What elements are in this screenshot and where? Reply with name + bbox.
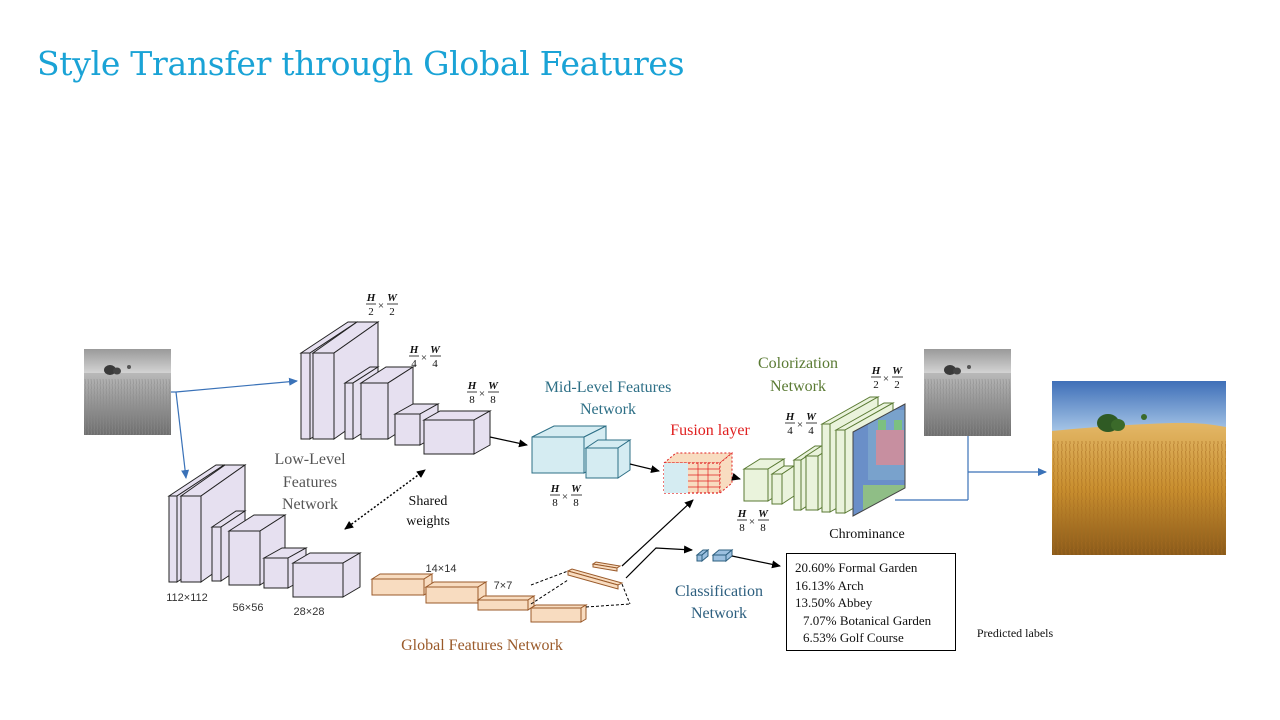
fraction-times: ×	[562, 491, 568, 503]
fraction-num: W	[488, 380, 499, 392]
fraction-den: 2	[894, 379, 900, 391]
fraction-den: 8	[760, 522, 766, 534]
grayscale-luminance-image	[924, 349, 1011, 436]
fraction-num: H	[785, 411, 795, 423]
fraction-den: 8	[739, 522, 745, 534]
fraction-num: H	[409, 344, 419, 356]
fraction-den: 2	[389, 306, 395, 318]
fraction-eighth-mid: H 8 × W 8	[550, 483, 582, 509]
colorization-label-line2: Network	[770, 378, 826, 395]
prediction-item: 13.50% Abbey	[795, 595, 873, 610]
fraction-den: 4	[808, 425, 814, 437]
fraction-den: 2	[873, 379, 879, 391]
fraction-times: ×	[479, 388, 485, 400]
chrominance-label: Chrominance	[829, 527, 904, 542]
fraction-times: ×	[749, 516, 755, 528]
low-level-label-line3: Network	[282, 496, 338, 513]
fraction-num: H	[871, 365, 881, 377]
colorization-label: Colorization Network	[758, 355, 838, 395]
fraction-den: 8	[469, 394, 475, 406]
fraction-num: W	[571, 483, 582, 495]
predicted-labels-caption: Predicted labels	[977, 626, 1054, 640]
colorization-network	[742, 396, 906, 517]
fusion-layer-label: Fusion layer	[670, 422, 750, 439]
low-level-network-lower	[167, 464, 362, 598]
mid-level-label: Mid-Level Features Network	[545, 379, 672, 418]
fraction-times: ×	[378, 300, 384, 312]
classification-network-bars	[695, 548, 734, 563]
input-split-arrows	[171, 377, 298, 479]
prediction-item: 6.53% Golf Course	[803, 630, 904, 645]
prediction-item: 7.07% Botanical Garden	[803, 612, 932, 628]
shared-weights-line2: weights	[406, 514, 450, 529]
fraction-eighth-color: H 8 × W 8	[737, 508, 769, 534]
classification-label-line2: Network	[691, 605, 747, 622]
fraction-num: H	[467, 380, 477, 392]
low-level-label: Low-Level Features Network	[274, 451, 346, 513]
mid-level-network	[531, 425, 632, 479]
prediction-item: 16.13% Arch	[795, 577, 864, 593]
colorized-output-image	[1052, 381, 1226, 555]
fraction-half-color: H 2 × W 2	[871, 365, 903, 391]
fraction-eighth-low: H 8 × W 8	[467, 380, 499, 406]
mid-level-label-line2: Network	[580, 401, 636, 418]
size-label-14: 14×14	[426, 563, 457, 575]
shared-weights-label: Shared weights	[406, 494, 450, 529]
fraction-quarter-low: H 4 × W 4	[409, 344, 441, 370]
fraction-den: 2	[368, 306, 374, 318]
fraction-num: H	[737, 508, 747, 520]
shared-weights-line1: Shared	[409, 494, 448, 509]
colorization-label-line1: Colorization	[758, 355, 838, 372]
fraction-times: ×	[421, 352, 427, 364]
size-label-7: 7×7	[494, 580, 513, 592]
fraction-num: W	[387, 292, 398, 304]
fraction-num: H	[366, 292, 376, 304]
output-arrows	[895, 436, 1047, 501]
fraction-num: W	[892, 365, 903, 377]
shared-weights-arrow	[344, 469, 426, 530]
classification-label-line1: Classification	[675, 583, 763, 600]
fraction-den: 4	[787, 425, 793, 437]
low-level-label-line1: Low-Level	[274, 451, 346, 468]
size-label-56: 56×56	[233, 602, 264, 614]
prediction-item: 20.60% Formal Garden	[795, 560, 918, 575]
fraction-num: H	[550, 483, 560, 495]
slide-title: Style Transfer through Global Features	[37, 44, 685, 83]
global-features-label: Global Features Network	[401, 637, 563, 654]
fraction-den: 8	[552, 497, 558, 509]
classification-label: Classification Network	[675, 583, 763, 622]
fusion-layer	[662, 451, 734, 495]
fraction-times: ×	[883, 373, 889, 385]
fraction-den: 8	[490, 394, 496, 406]
fraction-num: W	[806, 411, 817, 423]
fraction-num: W	[758, 508, 769, 520]
fraction-den: 4	[411, 358, 417, 370]
global-features-network	[370, 561, 624, 623]
flow-arrows	[489, 436, 781, 579]
grayscale-input-image	[84, 349, 171, 435]
low-level-network-upper	[299, 321, 492, 455]
predicted-labels-box: 20.60% Formal Garden 16.13% Arch 13.50% …	[786, 553, 956, 651]
global-dotted-lines	[530, 570, 631, 608]
mid-level-label-line1: Mid-Level Features	[545, 379, 672, 396]
low-level-label-line2: Features	[283, 474, 337, 491]
fraction-den: 4	[432, 358, 438, 370]
size-label-112: 112×112	[166, 592, 208, 604]
fraction-half-top: H 2 × W 2	[366, 292, 398, 318]
size-label-28: 28×28	[294, 606, 325, 618]
fraction-num: W	[430, 344, 441, 356]
fraction-times: ×	[797, 419, 803, 431]
fraction-den: 8	[573, 497, 579, 509]
fraction-quarter-color: H 4 × W 4	[785, 411, 817, 437]
